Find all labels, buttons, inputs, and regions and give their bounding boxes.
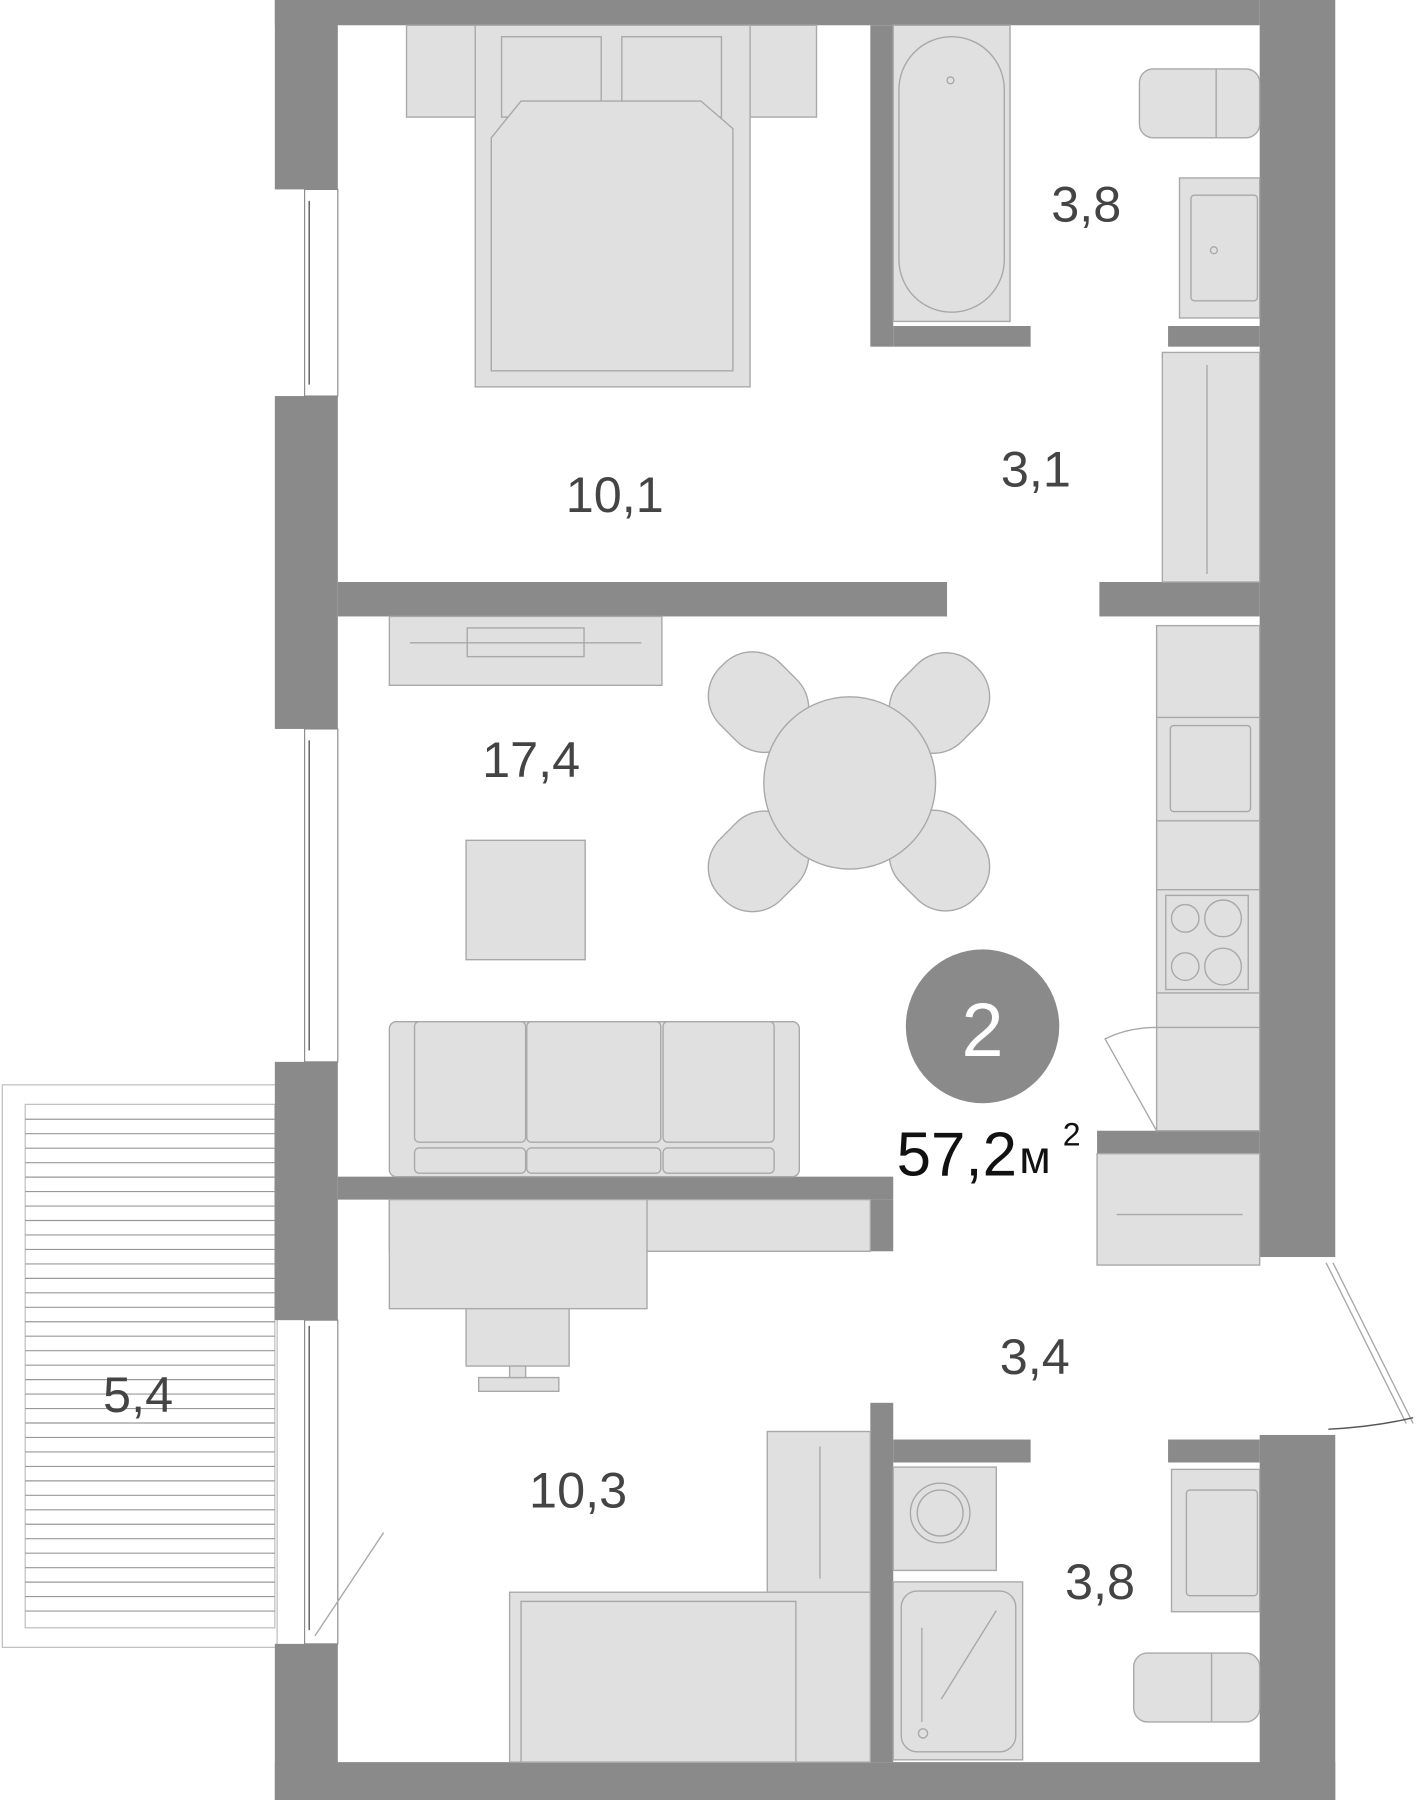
double-bed [405,24,818,388]
room-area-bathroom-top: 3,8 [1051,176,1121,233]
room-area-balcony: 5,4 [103,1366,173,1423]
svg-text:57,2: 57,2 [897,1120,1017,1189]
room-area-corridor-top: 3,1 [1001,441,1071,498]
svg-text:2: 2 [1063,1117,1081,1153]
tv-stand [388,615,663,687]
shower-tray [892,1581,1024,1761]
dining-table [707,651,991,913]
svg-text:2: 2 [962,988,1004,1073]
entrance-door [1325,1262,1414,1430]
walls [274,0,1336,1800]
toilet-top [1138,68,1261,139]
washing-machine [892,1466,997,1572]
wardrobe-top [1161,351,1261,583]
total-area: 57,2 м 2 [897,1117,1081,1190]
rooms-count-badge: 2 [905,949,1060,1104]
sofa [388,1020,801,1178]
kitchen-counter [1104,624,1261,1132]
room-area-bedroom-small: 10,3 [529,1461,627,1518]
balcony [1,1084,278,1648]
sink-top [1178,177,1261,319]
desk [388,1198,872,1393]
toilet-bottom [1133,1652,1261,1723]
room-area-bathroom-bottom: 3,8 [1065,1553,1135,1610]
room-area-living-kitchen: 17,4 [482,731,580,788]
wardrobe-hall [1096,1153,1261,1266]
sink-bottom [1170,1468,1261,1613]
ottoman [465,839,586,961]
windows [304,188,385,1645]
room-area-bedroom: 10,1 [566,466,664,523]
wardrobe-bedroom [766,1430,872,1593]
room-area-hallway: 3,4 [1000,1328,1070,1385]
svg-text:м: м [1019,1131,1050,1183]
single-bed [508,1591,872,1763]
bathtub [892,24,1011,323]
